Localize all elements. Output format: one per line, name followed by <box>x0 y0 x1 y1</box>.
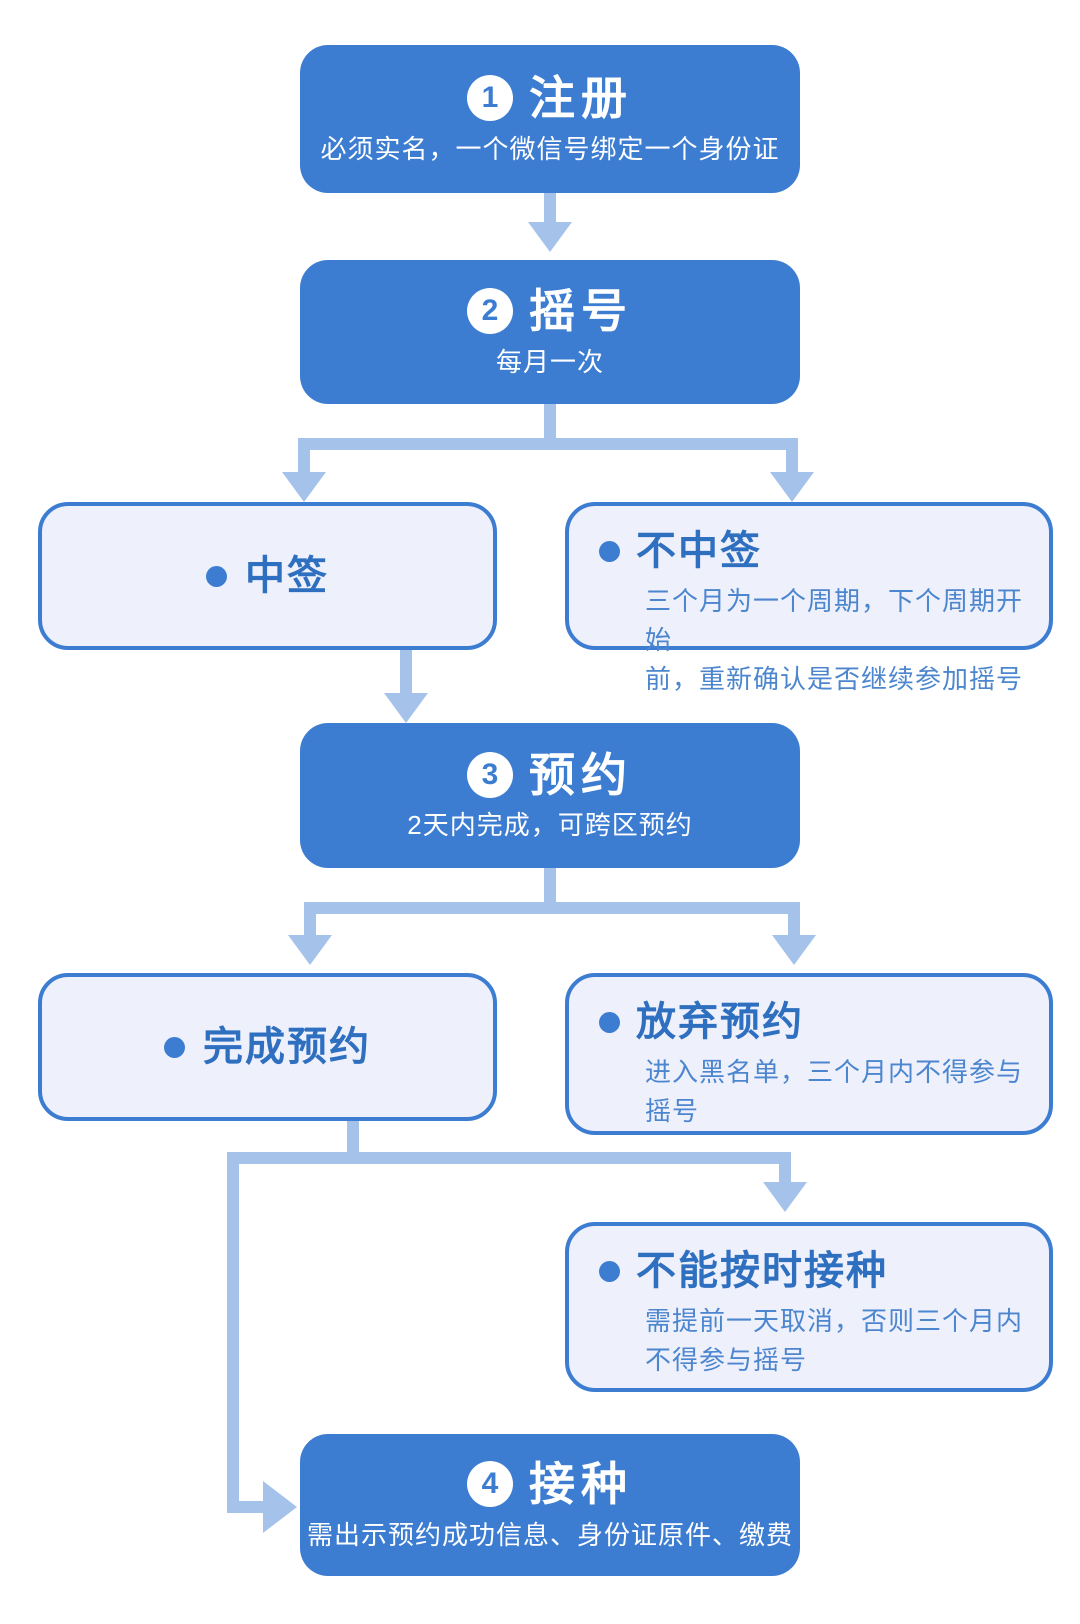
step-lottery-title: 摇号 <box>529 285 633 338</box>
step-register-subtitle: 必须实名，一个微信号绑定一个身份证 <box>320 133 780 164</box>
outcome-lose-heading: 不中签 <box>599 528 1025 574</box>
connector-reserve-complete-arrowhead-icon <box>288 935 332 965</box>
step-reserve-subtitle: 2天内完成，可跨区预约 <box>407 810 693 841</box>
step-4-number-badge: 4 <box>467 1461 513 1508</box>
step-1-number-badge: 1 <box>467 75 513 122</box>
connector-lottery-branch-bar <box>298 438 798 450</box>
connector-lottery-lose-drop <box>786 450 798 473</box>
outcome-miss-heading: 不能按时接种 <box>599 1248 1025 1294</box>
connector-completed-miss-drop <box>779 1164 791 1183</box>
step-vaccinate-subtitle: 需出示预约成功信息、身份证原件、缴费 <box>306 1519 793 1550</box>
step-reserve-box: 3 预约 2天内完成，可跨区预约 <box>300 723 800 868</box>
connector-reserve-branch-bar <box>304 902 800 914</box>
step-lottery-subtitle: 每月一次 <box>495 346 604 377</box>
outcome-lose-label: 不中签 <box>636 529 762 573</box>
bullet-icon <box>599 1011 620 1033</box>
connector-reserve-branch-stem <box>544 868 556 902</box>
outcome-lose-description: 三个月为一个周期，下个周期开始 前，重新确认是否继续参加摇号 <box>645 586 1024 694</box>
outcome-miss-box: 不能按时接种 需提前一天取消，否则三个月内 不得参与摇号 <box>565 1222 1053 1392</box>
bullet-icon <box>599 1260 620 1282</box>
connector-completed-vaccinate-elbow <box>239 1501 265 1513</box>
connector-lottery-win-drop <box>298 450 310 473</box>
connector-completed-vaccinate-drop <box>227 1164 239 1513</box>
outcome-win-label: 中签 <box>245 554 329 598</box>
connector-reserve-abandon-drop <box>788 914 800 936</box>
step-reserve-title-row: 3 预约 <box>467 750 633 801</box>
connector-lottery-branch-stem <box>544 404 556 438</box>
connector-win-reserve-arrowhead-icon <box>384 693 428 723</box>
step-vaccinate-title-row: 4 接种 <box>467 1459 633 1510</box>
step-register-title-row: 1 注册 <box>467 73 633 124</box>
outcome-abandon-box: 放弃预约 进入黑名单，三个月内不得参与 摇号 <box>565 973 1053 1135</box>
connector-completed-vaccinate-arrowhead-icon <box>263 1481 297 1533</box>
step-register-box: 1 注册 必须实名，一个微信号绑定一个身份证 <box>300 45 800 193</box>
outcome-miss-description: 需提前一天取消，否则三个月内 不得参与摇号 <box>645 1306 1024 1375</box>
step-register-title: 注册 <box>529 72 633 125</box>
connector-completed-branch-bar <box>227 1152 791 1164</box>
outcome-lose-box: 不中签 三个月为一个周期，下个周期开始 前，重新确认是否继续参加摇号 <box>565 502 1053 694</box>
outcome-completed-label: 完成预约 <box>203 1025 371 1069</box>
step-2-number-badge: 2 <box>467 288 513 335</box>
connector-register-lottery-arrowhead-icon <box>528 222 572 252</box>
connector-win-reserve-stem <box>400 650 412 694</box>
connector-reserve-complete-drop <box>304 914 316 936</box>
step-vaccinate-box: 4 接种 需出示预约成功信息、身份证原件、缴费 <box>300 1434 800 1576</box>
step-lottery-box: 2 摇号 每月一次 <box>300 260 800 404</box>
step-vaccinate-title: 接种 <box>529 1458 633 1511</box>
bullet-icon <box>206 565 227 587</box>
outcome-completed-box: 完成预约 <box>38 973 497 1121</box>
outcome-miss-label: 不能按时接种 <box>636 1249 888 1293</box>
outcome-win-box: 中签 <box>38 502 497 650</box>
connector-register-lottery-stem <box>544 193 556 223</box>
connector-reserve-abandon-arrowhead-icon <box>772 935 816 965</box>
step-reserve-title: 预约 <box>529 748 633 801</box>
step-3-number-badge: 3 <box>467 751 513 798</box>
connector-completed-branch-stem <box>347 1121 359 1152</box>
bullet-icon <box>599 540 620 562</box>
step-lottery-title-row: 2 摇号 <box>467 286 633 337</box>
outcome-abandon-label: 放弃预约 <box>636 1000 804 1044</box>
connector-lottery-lose-arrowhead-icon <box>770 472 814 502</box>
connector-lottery-win-arrowhead-icon <box>282 472 326 502</box>
outcome-abandon-description: 进入黑名单，三个月内不得参与 摇号 <box>645 1057 1024 1126</box>
connector-completed-miss-arrowhead-icon <box>763 1182 807 1212</box>
bullet-icon <box>164 1036 185 1058</box>
outcome-abandon-heading: 放弃预约 <box>599 999 1025 1045</box>
